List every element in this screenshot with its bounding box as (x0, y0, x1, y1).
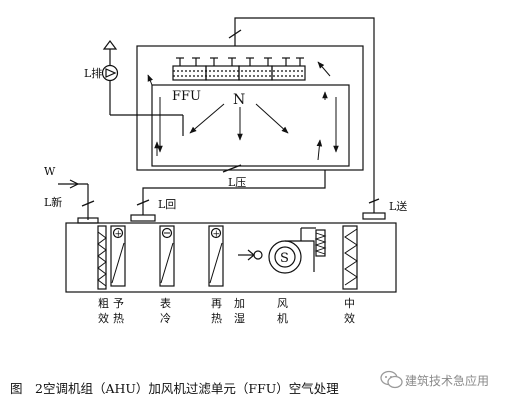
exhaust-fan: L排 (84, 40, 184, 136)
airflow-arrows (147, 61, 339, 161)
wechat-like-icon (380, 370, 403, 389)
l-exhaust-label: L排 (84, 66, 102, 80)
coarse-filter (97, 225, 107, 290)
section-label-humid-1: 加 (234, 297, 245, 310)
svg-text:S: S (280, 251, 289, 266)
ffu-label: FFU (172, 89, 201, 104)
exhaust-hood (102, 40, 118, 50)
surface-cooler-coil (159, 225, 175, 287)
l-pressure-label: L压 (228, 176, 246, 189)
l-supply-label: L送 (389, 199, 407, 213)
reheat-coil: + (208, 225, 224, 287)
section-label-reheat-2: 热 (211, 312, 222, 325)
ahu-unit: + + S (65, 222, 397, 293)
l-fresh-label: L新 (44, 195, 62, 209)
section-label-medium-2: 效 (344, 311, 355, 325)
svg-text:+: + (115, 230, 123, 240)
section-label-cooler-1: 表 (160, 296, 171, 310)
figure-caption: 图 2空调机组（AHU）加风机过滤单元（FFU）空气处理 (10, 381, 339, 396)
exhaust-fan-icon (101, 64, 119, 82)
ffu-array (172, 57, 306, 81)
supply-duct: L送 (228, 17, 407, 220)
section-label-preheat-1: 予 (113, 297, 124, 310)
section-label-humid-2: 湿 (234, 312, 245, 325)
ffu-unit (172, 65, 207, 81)
fresh-air-duct: W L新 (44, 165, 99, 224)
section-label-fan-1: 风 (277, 297, 288, 310)
supply-fan: S (268, 227, 327, 274)
section-labels: 粗 效 予 热 表 冷 再 热 加 湿 风 机 中 效 (98, 296, 355, 325)
ffu-unit (205, 65, 240, 81)
l-return-label: L回 (158, 198, 176, 211)
section-label-fan-2: 机 (277, 311, 288, 325)
clean-room: FFU N L压 (136, 45, 364, 189)
svg-text:+: + (213, 230, 221, 240)
watermark-text: 建筑技术急应用 (405, 374, 490, 388)
section-label-preheat-2: 热 (113, 312, 124, 325)
section-label-cooler-2: 冷 (160, 312, 171, 325)
ffu-unit (238, 65, 273, 81)
section-label-coarse-1: 粗 (98, 297, 109, 310)
humidifier (238, 249, 263, 261)
preheat-coil: + (110, 225, 126, 287)
ahu-casing (65, 222, 397, 293)
ffu-unit (271, 65, 306, 81)
section-label-reheat-1: 再 (211, 297, 222, 310)
room-inner-wall (151, 84, 350, 167)
w-label: W (44, 165, 56, 178)
section-label-medium-1: 中 (344, 297, 355, 310)
n-label: N (233, 92, 245, 108)
medium-filter (342, 225, 358, 290)
section-label-coarse-2: 效 (98, 311, 109, 325)
return-duct: L回 (130, 170, 326, 222)
room-outer-wall (136, 45, 364, 171)
